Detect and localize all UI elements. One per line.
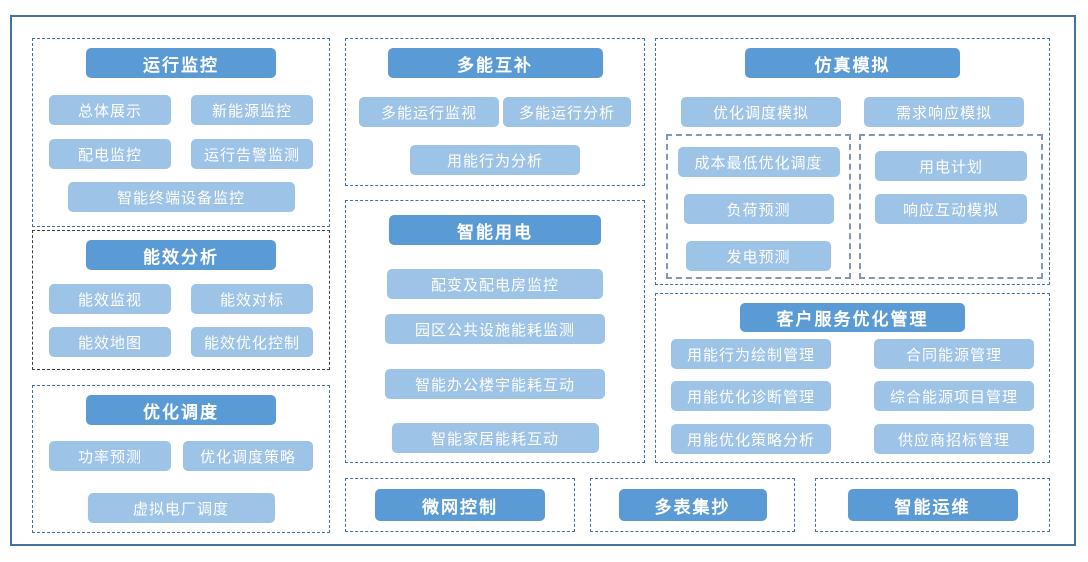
- simulation-row-1: 优化调度模拟 需求响应模拟: [681, 97, 1024, 127]
- optimal-dispatch-item: 优化调度策略: [183, 441, 313, 471]
- optimal-dispatch-item: 虚拟电厂调度: [87, 493, 275, 523]
- customer-service-module: 客户服务优化管理 用能行为绘制管理 合同能源管理 用能优化诊断管理 综合能源项目…: [655, 293, 1050, 463]
- multi-energy-item: 用能行为分析: [410, 145, 580, 175]
- customer-service-item: 用能优化诊断管理: [671, 381, 831, 411]
- energy-efficiency-item: 能效监视: [49, 284, 171, 314]
- operation-monitoring-row-2: 配电监控 运行告警监测: [49, 139, 313, 169]
- simulation-inner-item: 发电预测: [686, 241, 831, 271]
- operation-monitoring-item: 总体展示: [49, 95, 171, 125]
- customer-service-item: 用能优化策略分析: [671, 424, 831, 454]
- diagram-outer-frame: [10, 15, 1076, 546]
- simulation-inner-item: 成本最低优化调度: [677, 147, 840, 177]
- operation-monitoring-header: 运行监控: [86, 48, 276, 78]
- optimal-dispatch-header: 优化调度: [86, 395, 276, 425]
- energy-efficiency-analysis-header: 能效分析: [86, 240, 276, 270]
- energy-efficiency-item: 能效地图: [49, 327, 171, 357]
- customer-service-item: 供应商招标管理: [874, 424, 1034, 454]
- multi-energy-item: 多能运行分析: [503, 97, 631, 127]
- customer-service-item: 综合能源项目管理: [874, 381, 1034, 411]
- simulation-item: 优化调度模拟: [681, 97, 841, 127]
- customer-service-row-2: 用能优化诊断管理 综合能源项目管理: [671, 381, 1034, 411]
- smart-power-item: 智能办公楼宇能耗互动: [385, 369, 605, 399]
- simulation-inner-item: 用电计划: [875, 151, 1027, 181]
- customer-service-row-1: 用能行为绘制管理 合同能源管理: [671, 339, 1034, 369]
- customer-service-item: 用能行为绘制管理: [671, 339, 831, 369]
- multi-meter-module: 多表集抄: [590, 478, 795, 532]
- customer-service-row-3: 用能优化策略分析 供应商招标管理: [671, 424, 1034, 454]
- energy-efficiency-item: 能效优化控制: [191, 327, 313, 357]
- simulation-inner-right-group: 用电计划 响应互动模拟: [859, 134, 1043, 279]
- operation-monitoring-item: 运行告警监测: [191, 139, 313, 169]
- energy-efficiency-row-2: 能效地图 能效优化控制: [49, 327, 313, 357]
- multi-meter-header: 多表集抄: [618, 489, 767, 521]
- optimal-dispatch-row-1: 功率预测 优化调度策略: [49, 441, 313, 471]
- multi-energy-item: 多能运行监视: [359, 97, 499, 127]
- multi-energy-header: 多能互补: [387, 48, 603, 78]
- smart-power-header: 智能用电: [389, 215, 601, 245]
- optimal-dispatch-module: 优化调度 功率预测 优化调度策略 虚拟电厂调度: [32, 385, 330, 533]
- optimal-dispatch-item: 功率预测: [49, 441, 171, 471]
- smart-power-item: 配变及配电房监控: [387, 269, 603, 299]
- simulation-inner-item: 负荷预测: [683, 194, 834, 224]
- multi-energy-row-1: 多能运行监视 多能运行分析: [359, 97, 631, 127]
- simulation-module: 仿真模拟 优化调度模拟 需求响应模拟 成本最低优化调度 负荷预测 发电预测 用电…: [655, 38, 1050, 285]
- smart-ops-header: 智能运维: [847, 489, 1018, 521]
- operation-monitoring-item: 智能终端设备监控: [67, 182, 295, 212]
- smart-power-module: 智能用电 配变及配电房监控 园区公共设施能耗监测 智能办公楼宇能耗互动 智能家居…: [345, 200, 645, 463]
- energy-efficiency-analysis-module: 能效分析 能效监视 能效对标 能效地图 能效优化控制: [32, 230, 330, 370]
- micro-grid-header: 微网控制: [375, 489, 545, 521]
- operation-monitoring-item: 配电监控: [49, 139, 171, 169]
- simulation-inner-left-group: 成本最低优化调度 负荷预测 发电预测: [666, 134, 851, 279]
- energy-efficiency-item: 能效对标: [191, 284, 313, 314]
- smart-power-item: 智能家居能耗互动: [391, 423, 599, 453]
- multi-energy-module: 多能互补 多能运行监视 多能运行分析 用能行为分析: [345, 38, 645, 186]
- operation-monitoring-module: 运行监控 总体展示 新能源监控 配电监控 运行告警监测 智能终端设备监控: [32, 38, 330, 227]
- customer-service-item: 合同能源管理: [874, 339, 1034, 369]
- smart-power-item: 园区公共设施能耗监测: [385, 314, 605, 344]
- simulation-item: 需求响应模拟: [864, 97, 1024, 127]
- micro-grid-module: 微网控制: [345, 478, 575, 532]
- simulation-header: 仿真模拟: [745, 48, 960, 78]
- operation-monitoring-item: 新能源监控: [191, 95, 313, 125]
- operation-monitoring-row-1: 总体展示 新能源监控: [49, 95, 313, 125]
- customer-service-header: 客户服务优化管理: [740, 303, 965, 332]
- simulation-inner-item: 响应互动模拟: [875, 194, 1027, 224]
- smart-ops-module: 智能运维: [815, 478, 1050, 532]
- energy-efficiency-row-1: 能效监视 能效对标: [49, 284, 313, 314]
